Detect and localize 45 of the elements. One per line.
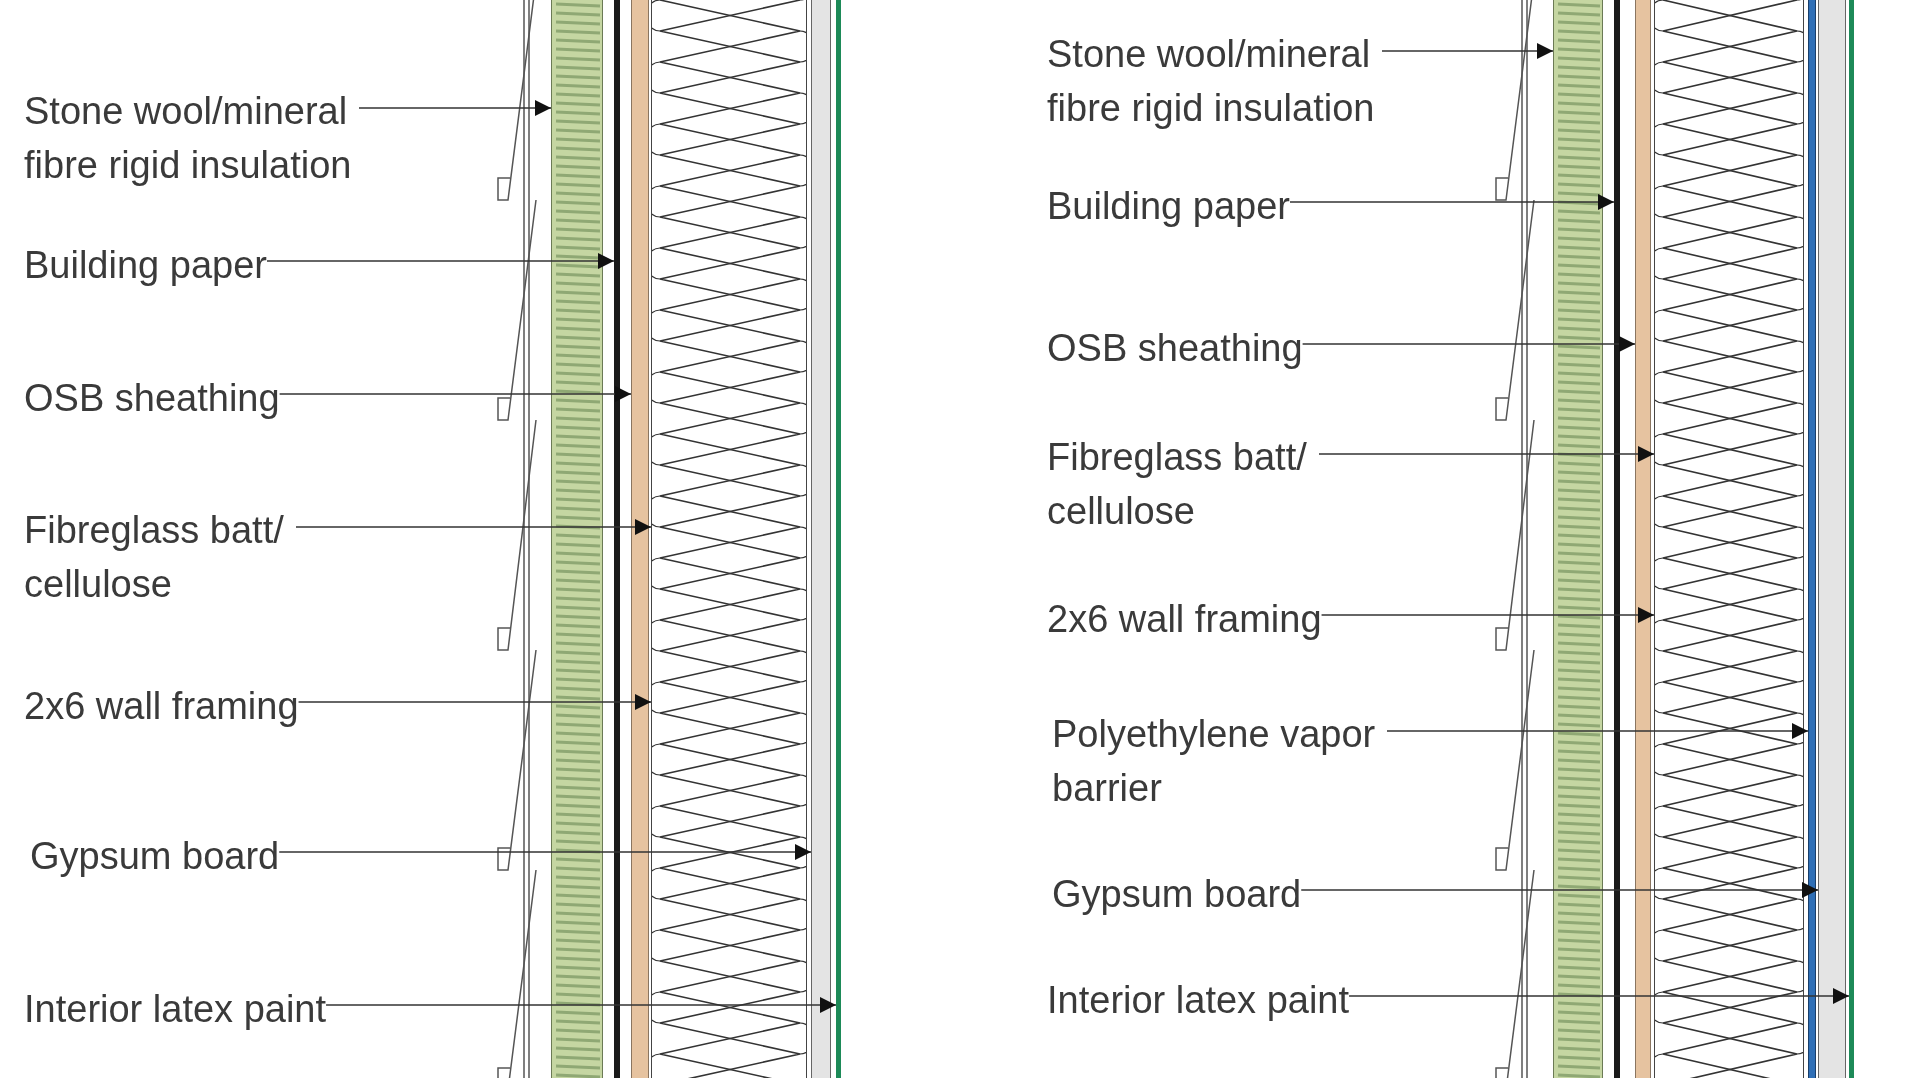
leader-line	[1301, 336, 1636, 352]
leader-line	[1318, 446, 1655, 462]
rigid-insulation-layer	[1553, 0, 1603, 1078]
osb-sheathing-layer	[631, 0, 649, 1078]
callout-label: 2x6 wall framing	[1047, 592, 1322, 646]
leader-line	[295, 519, 652, 535]
leader-line	[278, 386, 632, 402]
callout-label: Stone wool/mineral fibre rigid insulation	[24, 84, 359, 192]
building-paper-layer	[614, 0, 620, 1078]
callout-label: Polyethylene vapor barrier	[1052, 707, 1387, 815]
vapor-barrier-layer	[1808, 0, 1816, 1078]
leader-line	[1320, 607, 1655, 623]
paint-layer	[836, 0, 841, 1078]
building-paper-layer	[1614, 0, 1620, 1078]
gypsum-board-layer	[1818, 0, 1846, 1078]
callout-label: OSB sheathing	[1047, 321, 1303, 375]
gypsum-board-layer	[811, 0, 831, 1078]
callout-label: OSB sheathing	[24, 371, 280, 425]
lap-siding-drawing	[496, 0, 540, 1078]
batt-insulation-layer	[1654, 0, 1804, 1078]
callout-label: Interior latex paint	[1047, 973, 1350, 1027]
callout-label: Building paper	[24, 238, 267, 292]
callout-label: Stone wool/mineral fibre rigid insulation	[1047, 27, 1382, 135]
leader-line	[278, 844, 812, 860]
lap-siding-drawing	[1494, 0, 1538, 1078]
batt-insulation-layer	[651, 0, 807, 1078]
callout-label: Fibreglass batt/ cellulose	[1047, 430, 1319, 538]
leader-line	[1386, 723, 1809, 739]
callout-label: 2x6 wall framing	[24, 679, 299, 733]
leader-line	[325, 997, 837, 1013]
leader-line	[1381, 43, 1554, 59]
rigid-insulation-layer	[551, 0, 603, 1078]
callout-label: Gypsum board	[1052, 867, 1302, 921]
leader-line	[1289, 194, 1615, 210]
leader-line	[1348, 988, 1850, 1004]
callout-label: Interior latex paint	[24, 982, 327, 1036]
callout-label: Gypsum board	[30, 829, 280, 883]
leader-line	[297, 694, 652, 710]
callout-label: Building paper	[1047, 179, 1290, 233]
osb-sheathing-layer	[1635, 0, 1651, 1078]
callout-label: Fibreglass batt/ cellulose	[24, 503, 296, 611]
leader-line	[358, 100, 552, 116]
leader-line	[266, 253, 615, 269]
leader-line	[1300, 882, 1819, 898]
paint-layer	[1849, 0, 1854, 1078]
